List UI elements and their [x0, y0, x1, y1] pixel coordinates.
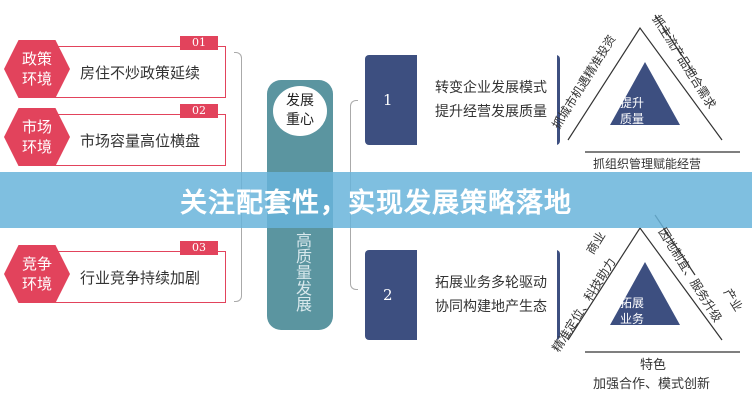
tag-line: 环境 — [21, 138, 52, 156]
strategy-number: 2 — [383, 286, 393, 304]
tag-line: 市场 — [21, 118, 52, 136]
factor-number: 01 — [180, 36, 218, 50]
factor-number: 02 — [180, 104, 218, 118]
tag-line: 政策 — [21, 50, 52, 68]
factor-tag: 竞争环境 — [4, 245, 70, 303]
strategy-1: 1 转变企业发展模式提升经营发展质量 — [365, 55, 560, 145]
strategy-line: 协同构建地产生态 — [435, 299, 547, 315]
factor-tag: 政策环境 — [4, 40, 70, 98]
factor-box: 市场容量高位横盘 — [54, 114, 226, 166]
factor-text: 房住不炒政策延续 — [80, 63, 201, 82]
focus-line: 重心 — [286, 112, 314, 128]
title-banner: 关注配套性，实现发展策略落地 — [0, 172, 752, 228]
factor-competition: 竞争环境 行业竞争持续加剧 03 — [4, 241, 226, 303]
strategy-number: 1 — [383, 91, 393, 109]
focus-line: 发展 — [286, 93, 314, 109]
tri-bottom-label: 抓组织管理赋能经营 — [593, 157, 702, 171]
factor-policy: 政策环境 房住不炒政策延续 01 — [4, 36, 226, 98]
factor-box: 行业竞争持续加剧 — [54, 251, 226, 303]
strategy-2: 2 拓展业务多轮驱动协同构建地产生态 — [365, 250, 560, 340]
tri-bottom-label: 特色 — [640, 358, 667, 373]
tri-center-text: 提升 — [620, 96, 645, 110]
tag-line: 环境 — [21, 70, 52, 88]
strategy-line: 转变企业发展模式 — [435, 80, 547, 96]
triangle-quality — [567, 14, 740, 153]
focus-circle: 发展重心 — [273, 86, 327, 136]
factor-text: 行业竞争持续加剧 — [80, 268, 201, 287]
factor-box: 房住不炒政策延续 — [54, 46, 226, 98]
strategy-line: 提升经营发展质量 — [435, 104, 547, 120]
banner-title: 关注配套性，实现发展策略落地 — [180, 187, 572, 219]
tri-center-text: 业务 — [620, 312, 645, 326]
factor-tag: 市场环境 — [4, 108, 70, 166]
strategy-line: 拓展业务多轮驱动 — [435, 275, 547, 291]
factor-text: 市场容量高位横盘 — [80, 131, 201, 150]
tag-line: 环境 — [21, 275, 52, 293]
factor-number: 03 — [180, 241, 218, 255]
focus-vertical-text: 高质量发展 — [293, 232, 312, 312]
tri-center-text: 拓展 — [620, 296, 645, 310]
tri-bottom-label: 加强合作、模式创新 — [593, 377, 711, 392]
factor-market: 市场环境 市场容量高位横盘 02 — [4, 104, 226, 166]
tag-line: 竞争 — [21, 255, 52, 273]
tri-center-text: 质量 — [620, 112, 645, 126]
